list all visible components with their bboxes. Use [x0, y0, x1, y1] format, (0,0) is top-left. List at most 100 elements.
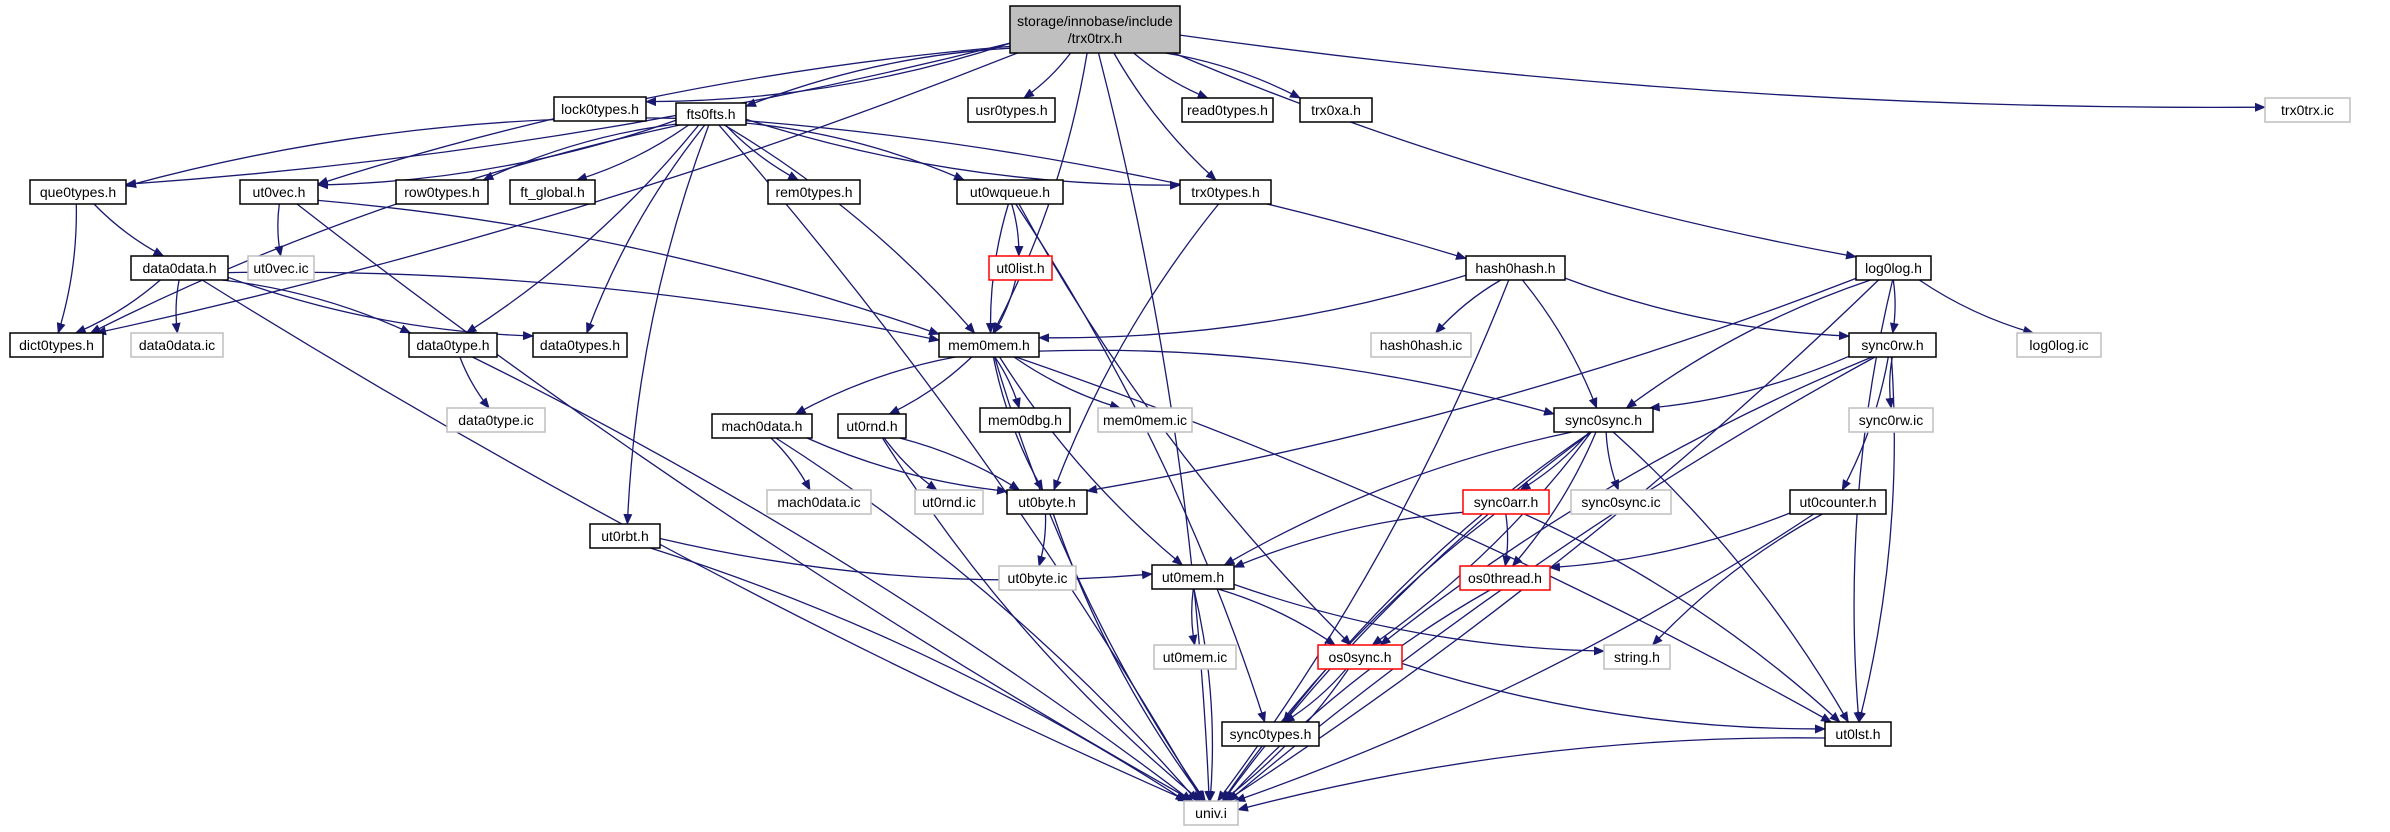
node-data0type[interactable]: data0type.h: [408, 332, 498, 358]
node-label-ut0vec: ut0vec.h: [253, 184, 306, 200]
edge-fts0fts-to-data0type: [465, 124, 700, 334]
node-mem0mem_ic[interactable]: mem0mem.ic: [1097, 407, 1193, 433]
edge-mach0data-to-mach0data_ic: [770, 437, 811, 491]
edge-data0data-to-data0types: [227, 276, 534, 341]
node-box-sync0sync_ic: [1570, 489, 1672, 515]
node-root[interactable]: storage/innobase/include/trx0trx.h: [1009, 5, 1181, 54]
node-usr0types[interactable]: usr0types.h: [967, 97, 1056, 123]
node-sync0types[interactable]: sync0types.h: [1221, 721, 1320, 747]
node-label-sync0arr: sync0arr.h: [1474, 494, 1539, 510]
node-row0types[interactable]: row0types.h: [395, 179, 489, 205]
node-box-dict0types: [9, 332, 104, 358]
node-string[interactable]: string.h: [1603, 644, 1671, 670]
node-label-ut0rnd_ic: ut0rnd.ic: [922, 494, 976, 510]
node-ut0wqueue[interactable]: ut0wqueue.h: [956, 179, 1064, 205]
node-ut0vec_ic[interactable]: ut0vec.ic: [247, 255, 315, 281]
edge-sync0sync-to-os0thread: [1511, 431, 1597, 567]
node-trx0trx_ic[interactable]: trx0trx.ic: [2264, 97, 2351, 123]
node-box-log0log: [1855, 255, 1932, 281]
node-dict0types[interactable]: dict0types.h: [9, 332, 104, 358]
node-label-ut0byte: ut0byte.h: [1018, 494, 1076, 510]
edge-root-to-dict0types: [95, 52, 1018, 336]
node-sync0rw[interactable]: sync0rw.h: [1848, 332, 1937, 358]
node-ut0counter[interactable]: ut0counter.h: [1789, 489, 1887, 515]
node-univ[interactable]: univ.i: [1183, 800, 1239, 826]
edge-root-to-ut0vec: [317, 45, 1011, 186]
node-log0log[interactable]: log0log.h: [1855, 255, 1932, 281]
edge-ut0mem-to-os0sync: [1217, 588, 1336, 646]
node-ut0rnd_ic[interactable]: ut0rnd.ic: [914, 489, 984, 515]
node-label-os0thread: os0thread.h: [1468, 570, 1542, 586]
node-box-trx0types: [1179, 179, 1272, 205]
node-lock0types[interactable]: lock0types.h: [553, 96, 647, 122]
node-box-ut0rnd: [837, 413, 907, 439]
node-mem0mem[interactable]: mem0mem.h: [938, 332, 1040, 358]
node-data0type_ic[interactable]: data0type.ic: [446, 407, 546, 433]
edge-os0sync-to-ut0lst: [1401, 662, 1826, 734]
node-mach0data[interactable]: mach0data.h: [711, 413, 813, 439]
node-sync0rw_ic[interactable]: sync0rw.ic: [1848, 407, 1934, 433]
node-trx0xa[interactable]: trx0xa.h: [1299, 97, 1373, 123]
node-label-log0log_ic: log0log.ic: [2029, 337, 2088, 353]
node-box-lock0types: [553, 96, 647, 122]
edge-fts0fts-to-ut0vec: [317, 119, 677, 190]
node-que0types[interactable]: que0types.h: [29, 179, 127, 205]
node-box-hash0hash: [1465, 255, 1566, 281]
edge-root-to-fts0fts: [745, 47, 1011, 107]
edge-os0sync-to-sync0types: [1283, 668, 1347, 723]
edge-fts0fts-to-hash0hash: [745, 120, 1467, 260]
node-os0thread[interactable]: os0thread.h: [1459, 565, 1551, 591]
node-ut0mem[interactable]: ut0mem.h: [1151, 564, 1235, 590]
node-trx0types[interactable]: trx0types.h: [1179, 179, 1272, 205]
node-mach0data_ic[interactable]: mach0data.ic: [766, 489, 872, 515]
node-rem0types[interactable]: rem0types.h: [767, 179, 861, 205]
node-ut0rnd[interactable]: ut0rnd.h: [837, 413, 907, 439]
edge-os0thread-to-univ: [1225, 589, 1491, 802]
node-hash0hash[interactable]: hash0hash.h: [1465, 255, 1566, 281]
node-label-data0data: data0data.h: [143, 260, 217, 276]
node-ut0byte[interactable]: ut0byte.h: [1006, 489, 1088, 515]
node-box-read0types: [1181, 97, 1274, 123]
edge-hash0hash-to-mem0mem: [1038, 274, 1467, 343]
node-ft_global[interactable]: ft_global.h: [509, 179, 596, 205]
node-ut0byte_ic[interactable]: ut0byte.ic: [998, 565, 1077, 591]
node-label-ut0lst: ut0lst.h: [1835, 726, 1880, 742]
edge-ut0vec-to-ut0vec_ic: [274, 203, 284, 257]
node-box-data0types: [532, 332, 628, 358]
node-ut0lst[interactable]: ut0lst.h: [1824, 721, 1892, 747]
node-label-ut0mem: ut0mem.h: [1162, 569, 1224, 585]
node-sync0sync[interactable]: sync0sync.h: [1553, 407, 1654, 433]
node-box-trx0xa: [1299, 97, 1373, 123]
node-box-data0data: [130, 255, 229, 281]
node-data0types[interactable]: data0types.h: [532, 332, 628, 358]
node-label-sync0rw: sync0rw.h: [1861, 337, 1923, 353]
edge-trx0types-to-ut0byte: [1053, 203, 1220, 491]
node-ut0mem_ic[interactable]: ut0mem.ic: [1153, 644, 1237, 670]
node-sync0sync_ic[interactable]: sync0sync.ic: [1570, 489, 1672, 515]
node-os0sync[interactable]: os0sync.h: [1317, 644, 1403, 670]
node-ut0vec[interactable]: ut0vec.h: [239, 179, 319, 205]
node-label-dict0types: dict0types.h: [19, 337, 94, 353]
node-ut0list[interactable]: ut0list.h: [988, 255, 1053, 281]
node-box-sync0sync: [1553, 407, 1654, 433]
node-fts0fts[interactable]: fts0fts.h: [675, 102, 747, 126]
node-box-hash0hash_ic: [1370, 332, 1472, 358]
node-label-mach0data: mach0data.h: [722, 418, 803, 434]
node-data0data_ic[interactable]: data0data.ic: [130, 332, 224, 358]
node-label-sync0sync: sync0sync.h: [1565, 412, 1642, 428]
node-hash0hash_ic[interactable]: hash0hash.ic: [1370, 332, 1472, 358]
edge-sync0rw-to-ut0lst: [1857, 356, 1895, 723]
node-read0types[interactable]: read0types.h: [1181, 97, 1274, 123]
edge-ut0counter-to-os0thread: [1549, 512, 1791, 572]
node-mem0dbg[interactable]: mem0dbg.h: [979, 407, 1071, 433]
node-label-hash0hash_ic: hash0hash.ic: [1380, 337, 1463, 353]
node-data0data[interactable]: data0data.h: [130, 255, 229, 281]
node-sync0arr[interactable]: sync0arr.h: [1462, 489, 1550, 515]
node-box-ut0rbt: [589, 523, 661, 549]
edge-fts0fts-to-rem0types: [725, 124, 800, 181]
node-label-read0types: read0types.h: [1187, 102, 1268, 118]
edge-fts0fts-to-ut0rbt: [623, 124, 710, 525]
node-log0log_ic[interactable]: log0log.ic: [2016, 332, 2102, 358]
node-ut0rbt[interactable]: ut0rbt.h: [589, 523, 661, 549]
edge-sync0arr-to-ut0mem: [1233, 511, 1464, 568]
